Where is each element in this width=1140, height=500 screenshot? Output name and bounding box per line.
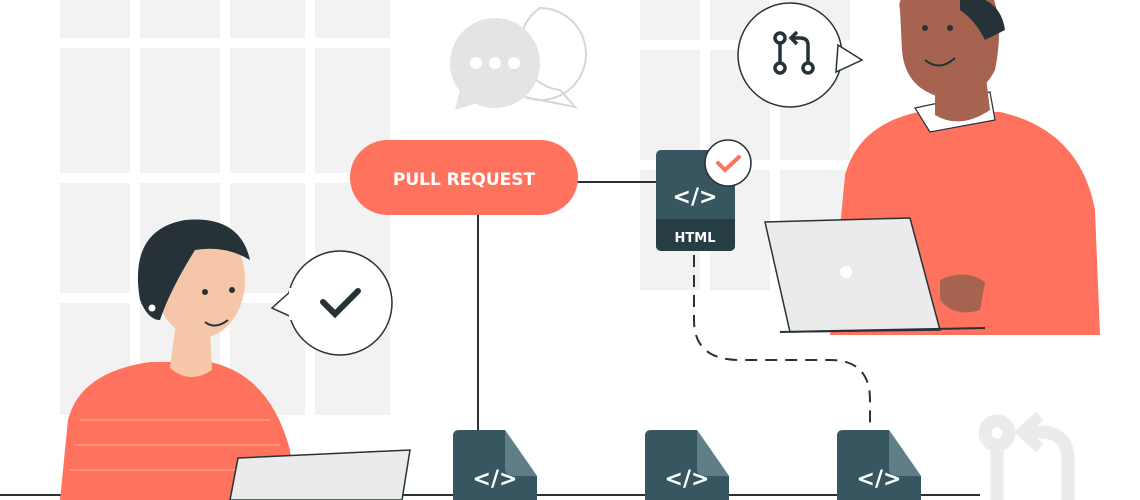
code-file-icon: </> bbox=[453, 430, 537, 500]
checkmark-bubble bbox=[270, 250, 393, 356]
git-branch-faded-icon bbox=[978, 411, 1075, 500]
code-file-icon: </> bbox=[837, 430, 921, 500]
man-developer bbox=[764, 0, 1100, 335]
pull-request-label: PULL REQUEST bbox=[393, 170, 536, 190]
html-file-card: </> HTML bbox=[656, 139, 752, 251]
git-pull-request-icon bbox=[737, 2, 864, 108]
woman-developer bbox=[60, 219, 411, 500]
checkmark-icon bbox=[320, 288, 361, 319]
svg-text:</>: </> bbox=[473, 467, 518, 492]
chat-bubbles-icon bbox=[450, 6, 587, 110]
html-file-label: HTML bbox=[675, 231, 716, 246]
svg-text:</>: </> bbox=[857, 467, 902, 492]
code-file-icon: </> bbox=[645, 430, 729, 500]
svg-text:</>: </> bbox=[665, 467, 710, 492]
check-badge bbox=[704, 139, 752, 187]
code-files-row: </> </> </> bbox=[453, 430, 921, 500]
pull-request-button[interactable]: PULL REQUEST bbox=[350, 140, 578, 215]
checkmark-icon bbox=[716, 155, 741, 173]
code-glyph: </> bbox=[673, 185, 718, 210]
